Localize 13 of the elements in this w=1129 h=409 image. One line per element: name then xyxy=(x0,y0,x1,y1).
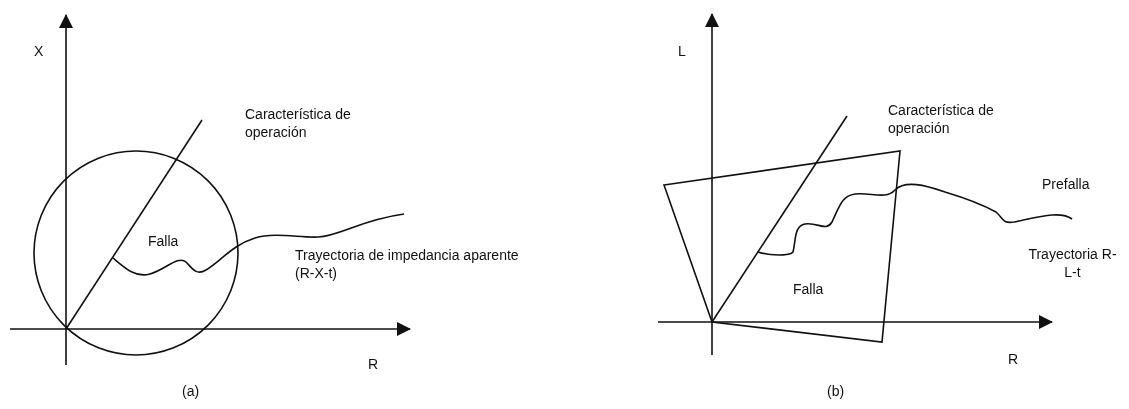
axis-label: R xyxy=(1008,350,1019,368)
annotation-text: Trayectoria R-L-t xyxy=(1027,245,1118,281)
axis-label: R xyxy=(368,355,379,373)
axis-label: L xyxy=(678,42,686,60)
annotation-text: Prefalla xyxy=(1042,175,1090,193)
panel-label: (a) xyxy=(182,382,200,400)
panel-label: (b) xyxy=(827,382,845,400)
annotation-text: Trayectoria de impedancia aparente (R-X-t) xyxy=(295,246,520,282)
annotation-text: Característica de operación xyxy=(888,101,995,137)
region-label: Falla xyxy=(793,280,824,298)
region-label: Falla xyxy=(148,232,179,250)
annotation-text: Característica de operación xyxy=(245,105,352,141)
axis-label: X xyxy=(34,42,44,60)
